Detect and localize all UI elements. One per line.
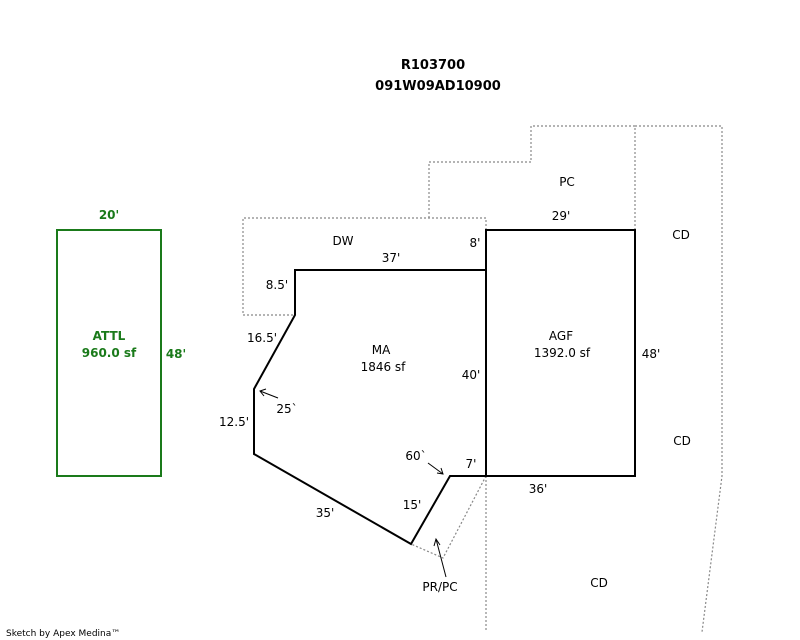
attl-outline xyxy=(56,229,162,477)
dim-ma-angle: 25` xyxy=(276,402,297,416)
attl-width-label: 20' xyxy=(99,208,119,222)
dw-label: DW xyxy=(332,234,353,248)
agf-code-label: AGF xyxy=(549,329,573,343)
record-id: R103700 xyxy=(401,58,465,73)
dim-ma-diag-upper: 16.5' xyxy=(247,331,277,345)
cd-outline xyxy=(635,125,723,633)
cd-label-middle: CD xyxy=(673,434,691,448)
dim-ma-notch-top: 7' xyxy=(466,457,477,471)
dim-agf-right: 48' xyxy=(642,347,661,361)
ma-area-label: 1846 sf xyxy=(361,360,407,374)
cd-label-top: CD xyxy=(672,228,690,242)
dim-agf-top: 29' xyxy=(552,209,571,223)
agf-outline xyxy=(485,229,636,477)
pc-outline xyxy=(428,125,636,230)
pr-pc-leader-arrow-icon xyxy=(433,537,447,578)
pr-pc-outline xyxy=(410,475,487,559)
parcel-id: 091W09AD10900 xyxy=(375,79,501,94)
attl-area-label: 960.0 sf xyxy=(82,346,137,360)
dw-outline xyxy=(242,217,487,316)
cd-label-bottom: CD xyxy=(590,576,608,590)
ma-angle-arrow-icon xyxy=(259,388,279,399)
attl-code-label: ATTL xyxy=(93,329,126,343)
ma-notch-angle-arrow-icon xyxy=(427,462,444,475)
dim-ma-bottom-diag: 35' xyxy=(316,506,335,520)
sketch-credit: Sketch by Apex Medina™ xyxy=(6,629,120,639)
dim-agf-offset: 8' xyxy=(470,236,481,250)
dim-agf-bottom: 36' xyxy=(529,482,548,496)
ma-code-label: MA xyxy=(372,343,391,357)
dim-ma-notch-diag: 15' xyxy=(403,498,422,512)
dim-ma-right: 40' xyxy=(462,368,481,382)
agf-area-label: 1392.0 sf xyxy=(534,346,591,360)
pr-pc-label: PR/PC xyxy=(422,580,457,594)
dim-ma-left-top: 8.5' xyxy=(266,278,288,292)
dim-ma-top: 37' xyxy=(382,251,401,265)
dim-ma-left: 12.5' xyxy=(219,415,249,429)
pc-label: PC xyxy=(559,175,575,189)
attl-depth-label: 48' xyxy=(166,347,186,361)
dim-ma-notch-angle: 60` xyxy=(405,449,426,463)
